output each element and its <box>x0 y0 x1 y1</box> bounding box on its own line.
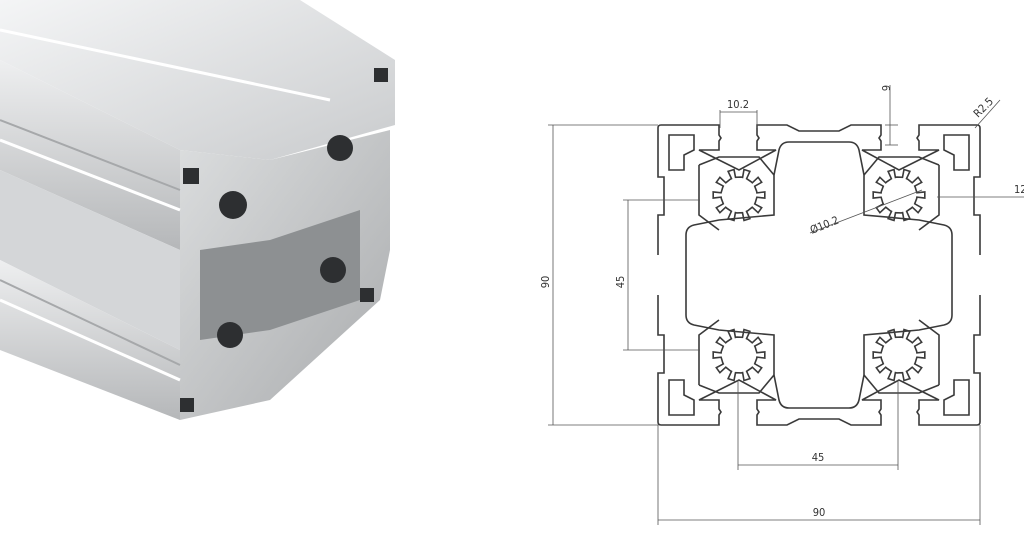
profile-edge <box>668 134 695 171</box>
dim-overall-height: 90 <box>539 276 552 289</box>
profile-edge <box>657 295 819 426</box>
profile-edge <box>685 275 819 409</box>
dim-slot-pitch-horizontal: 45 <box>812 451 825 464</box>
profile-edge <box>863 156 940 231</box>
technical-drawing: 90 45 45 90 10.2 6 R2.5 12 Ø10.2 <box>539 85 1024 525</box>
profile-edge <box>685 141 819 275</box>
dim-corner-radius: R2.5 <box>971 95 996 120</box>
profile-edge <box>943 379 970 416</box>
center-bore-star <box>712 328 766 382</box>
aluminum-profile-photo <box>0 0 395 420</box>
profile-edge <box>943 134 970 171</box>
center-bore-star <box>712 168 766 222</box>
profile-edge <box>863 319 940 394</box>
profile-cross-section <box>657 124 981 426</box>
extrusion-body <box>0 0 395 420</box>
profile-edge <box>668 379 695 416</box>
profile-edge <box>819 275 953 409</box>
profile-quadrant <box>819 275 981 426</box>
dim-center-bore: Ø10.2 <box>808 214 841 237</box>
dim-wall-depth: 6 <box>879 85 892 91</box>
profile-edge <box>698 156 775 231</box>
dimension-lines <box>548 85 1024 525</box>
end-face-bores <box>180 68 388 412</box>
dim-side: 12 <box>1014 183 1024 196</box>
profile-quadrant <box>657 124 819 275</box>
center-bore-star <box>872 328 926 382</box>
center-bore-star <box>872 168 926 222</box>
profile-edge <box>819 124 981 255</box>
dim-slot-pitch-vertical: 45 <box>614 276 627 289</box>
profile-edge <box>819 141 953 275</box>
profile-quadrant <box>657 275 819 426</box>
profile-edge <box>698 319 775 394</box>
dim-slot-width: 10.2 <box>727 98 749 111</box>
profile-edge <box>819 295 981 426</box>
dim-overall-width: 90 <box>813 506 826 519</box>
profile-quadrant <box>819 124 981 275</box>
profile-edge <box>657 124 819 255</box>
